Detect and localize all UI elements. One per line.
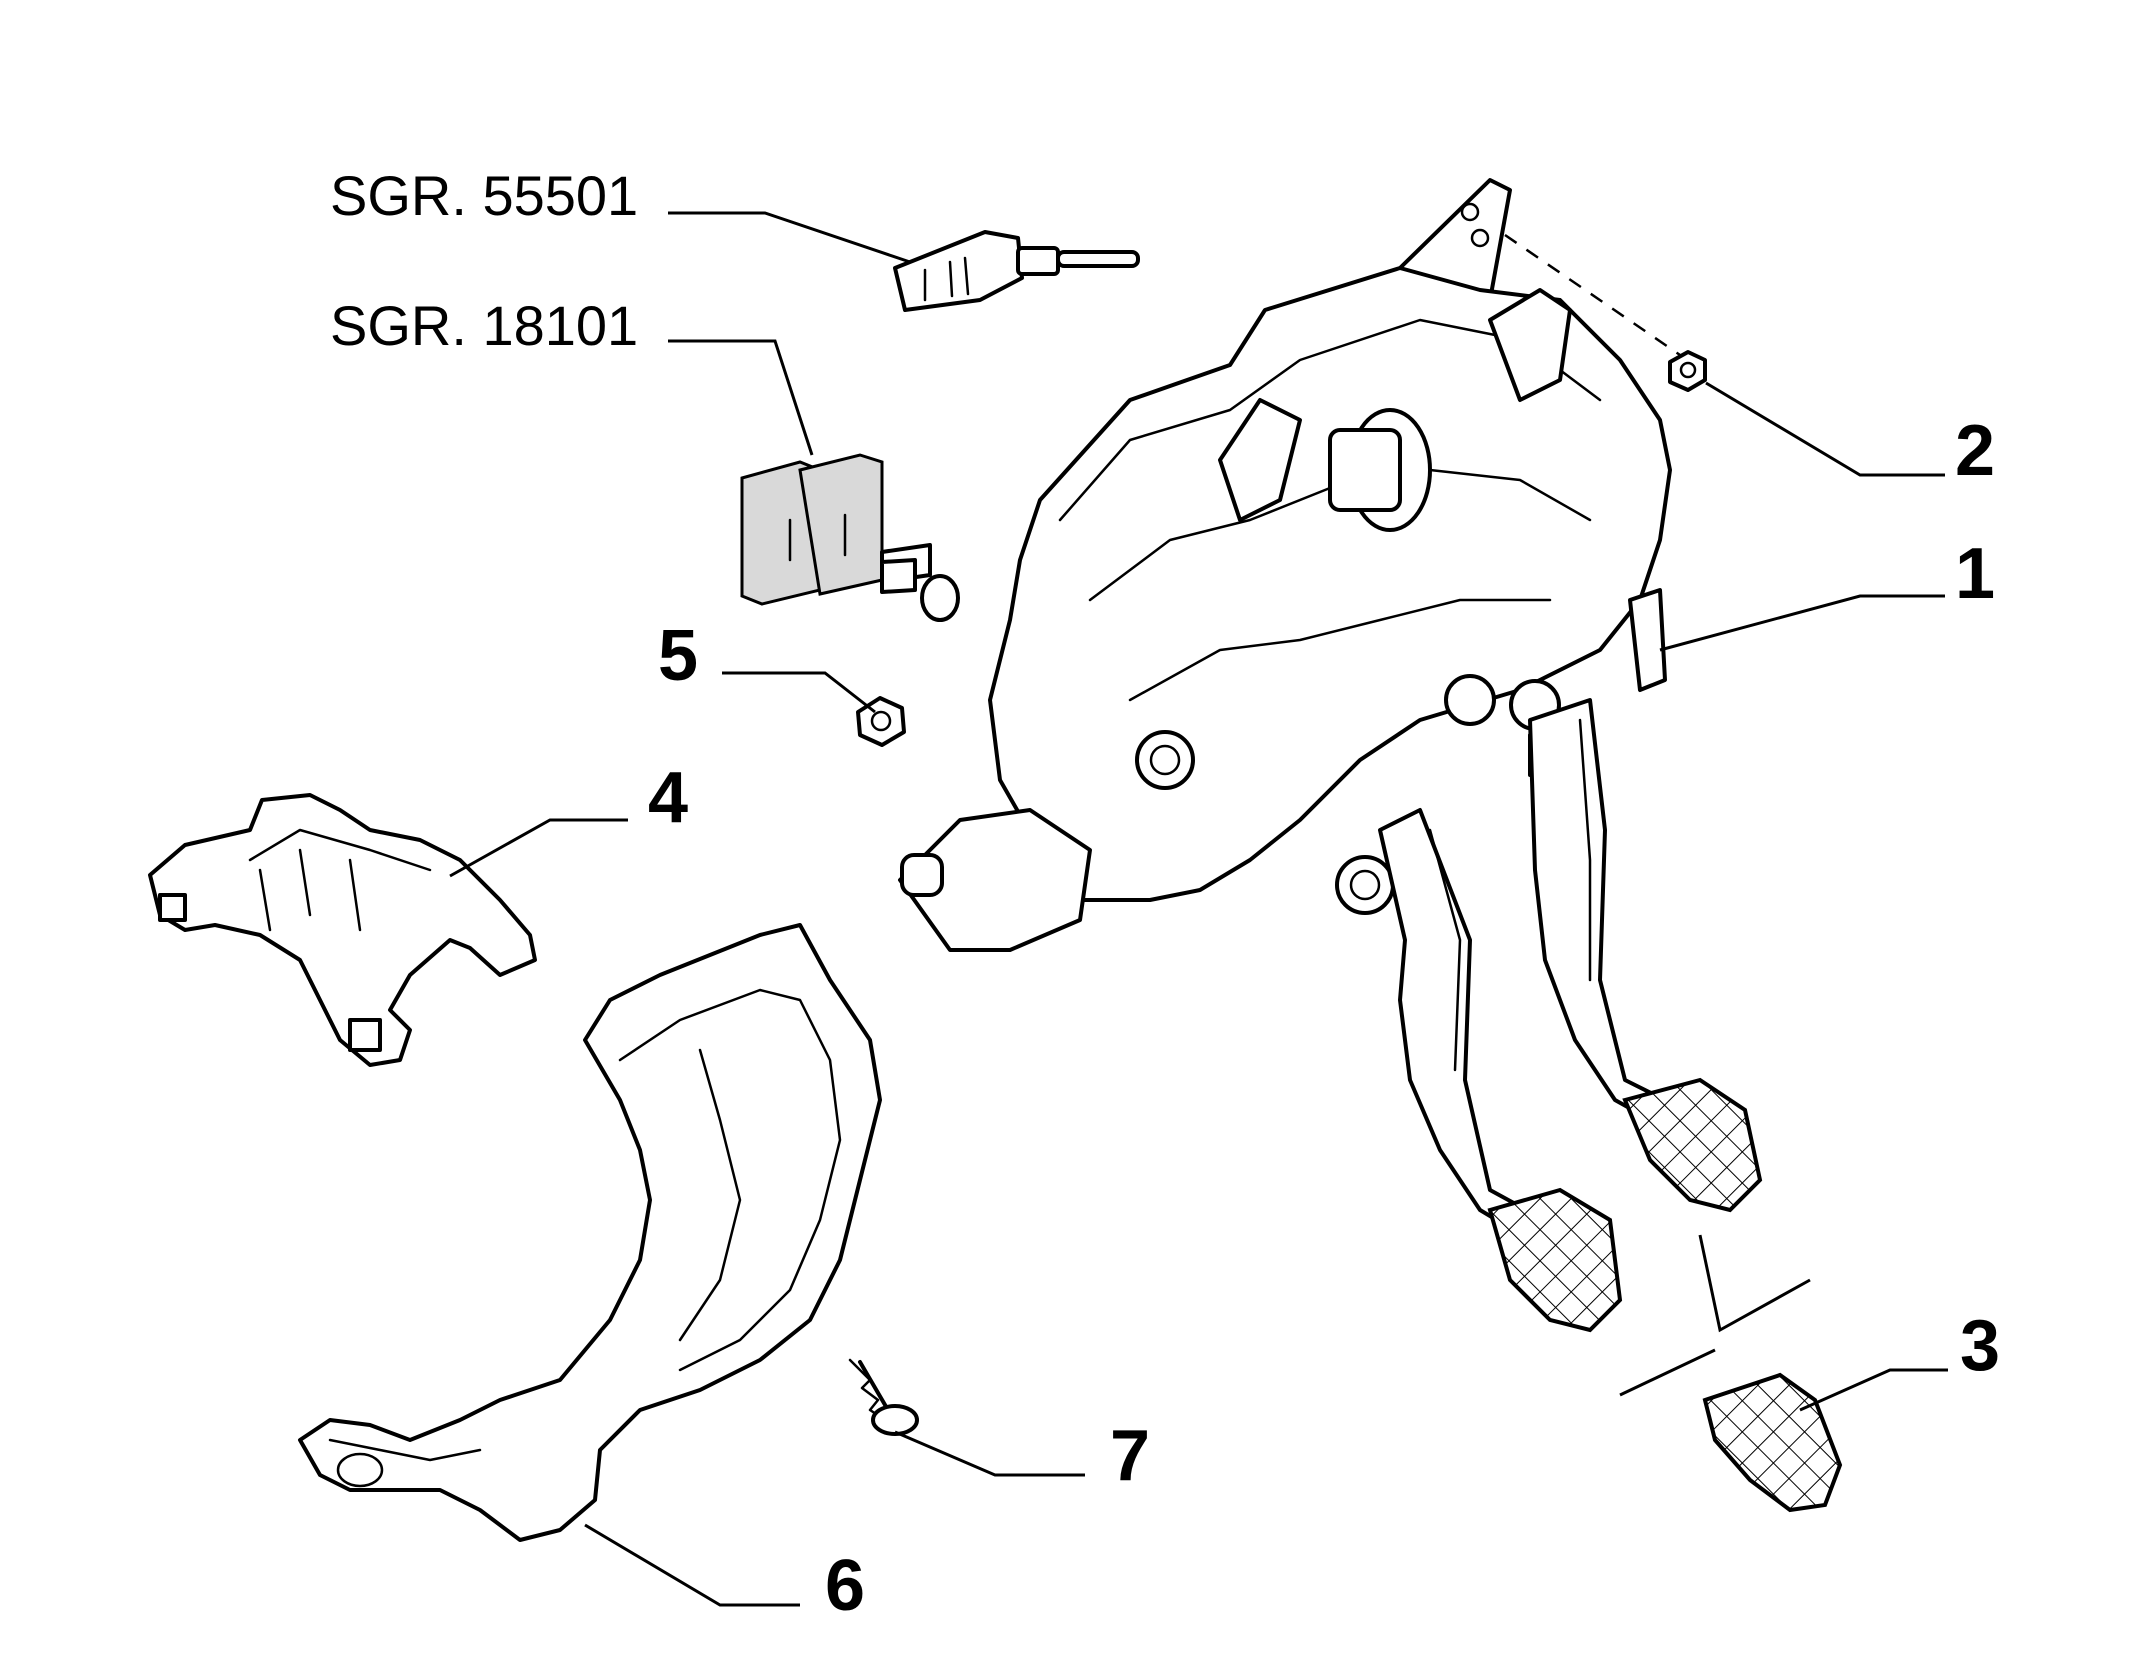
leader-4 [449, 818, 628, 878]
leader-switch-lower [668, 339, 814, 456]
callout-7[interactable]: 7 [1110, 1416, 1150, 1496]
callout-6[interactable]: 6 [825, 1546, 865, 1626]
nut-2-part[interactable] [1668, 350, 1707, 392]
switch-18101-part[interactable] [740, 453, 960, 622]
bracket-4-part[interactable] [148, 793, 537, 1067]
cover-6-part[interactable] [298, 923, 882, 1542]
switch-55501-part[interactable] [893, 230, 1140, 312]
clutch-pedal-arm[interactable] [1378, 808, 1623, 1333]
callout-5[interactable]: 5 [658, 616, 698, 696]
brake-pedal-pad[interactable] [1622, 1077, 1763, 1213]
pad-direction-lines [1698, 1234, 1811, 1333]
leader-2 [1705, 381, 1945, 477]
ref-label-switch-lower[interactable]: SGR. 18101 [330, 294, 638, 357]
brake-pedal-arm[interactable] [1528, 698, 1763, 1213]
pedal-box-part[interactable] [898, 178, 1672, 952]
callout-2[interactable]: 2 [1955, 411, 1995, 491]
ref-label-switch-upper[interactable]: SGR. 55501 [330, 164, 638, 227]
leader-5 [722, 671, 876, 714]
leader-7 [894, 1430, 1085, 1477]
callout-1[interactable]: 1 [1955, 534, 1995, 614]
clutch-pedal-pad[interactable] [1487, 1187, 1623, 1333]
pad-3-part[interactable] [1702, 1372, 1843, 1513]
leader-6 [584, 1523, 800, 1607]
leader-switch-upper [668, 211, 911, 264]
assembly-dash-line [1504, 233, 1681, 357]
leader-3 [1799, 1368, 1948, 1412]
leader-1 [1659, 594, 1945, 652]
pad-direction-line-2 [1619, 1348, 1716, 1397]
callout-4[interactable]: 4 [648, 758, 688, 838]
rivet-7-part[interactable] [848, 1358, 919, 1436]
nut-5-part[interactable] [856, 696, 906, 747]
callout-3[interactable]: 3 [1960, 1306, 2000, 1386]
